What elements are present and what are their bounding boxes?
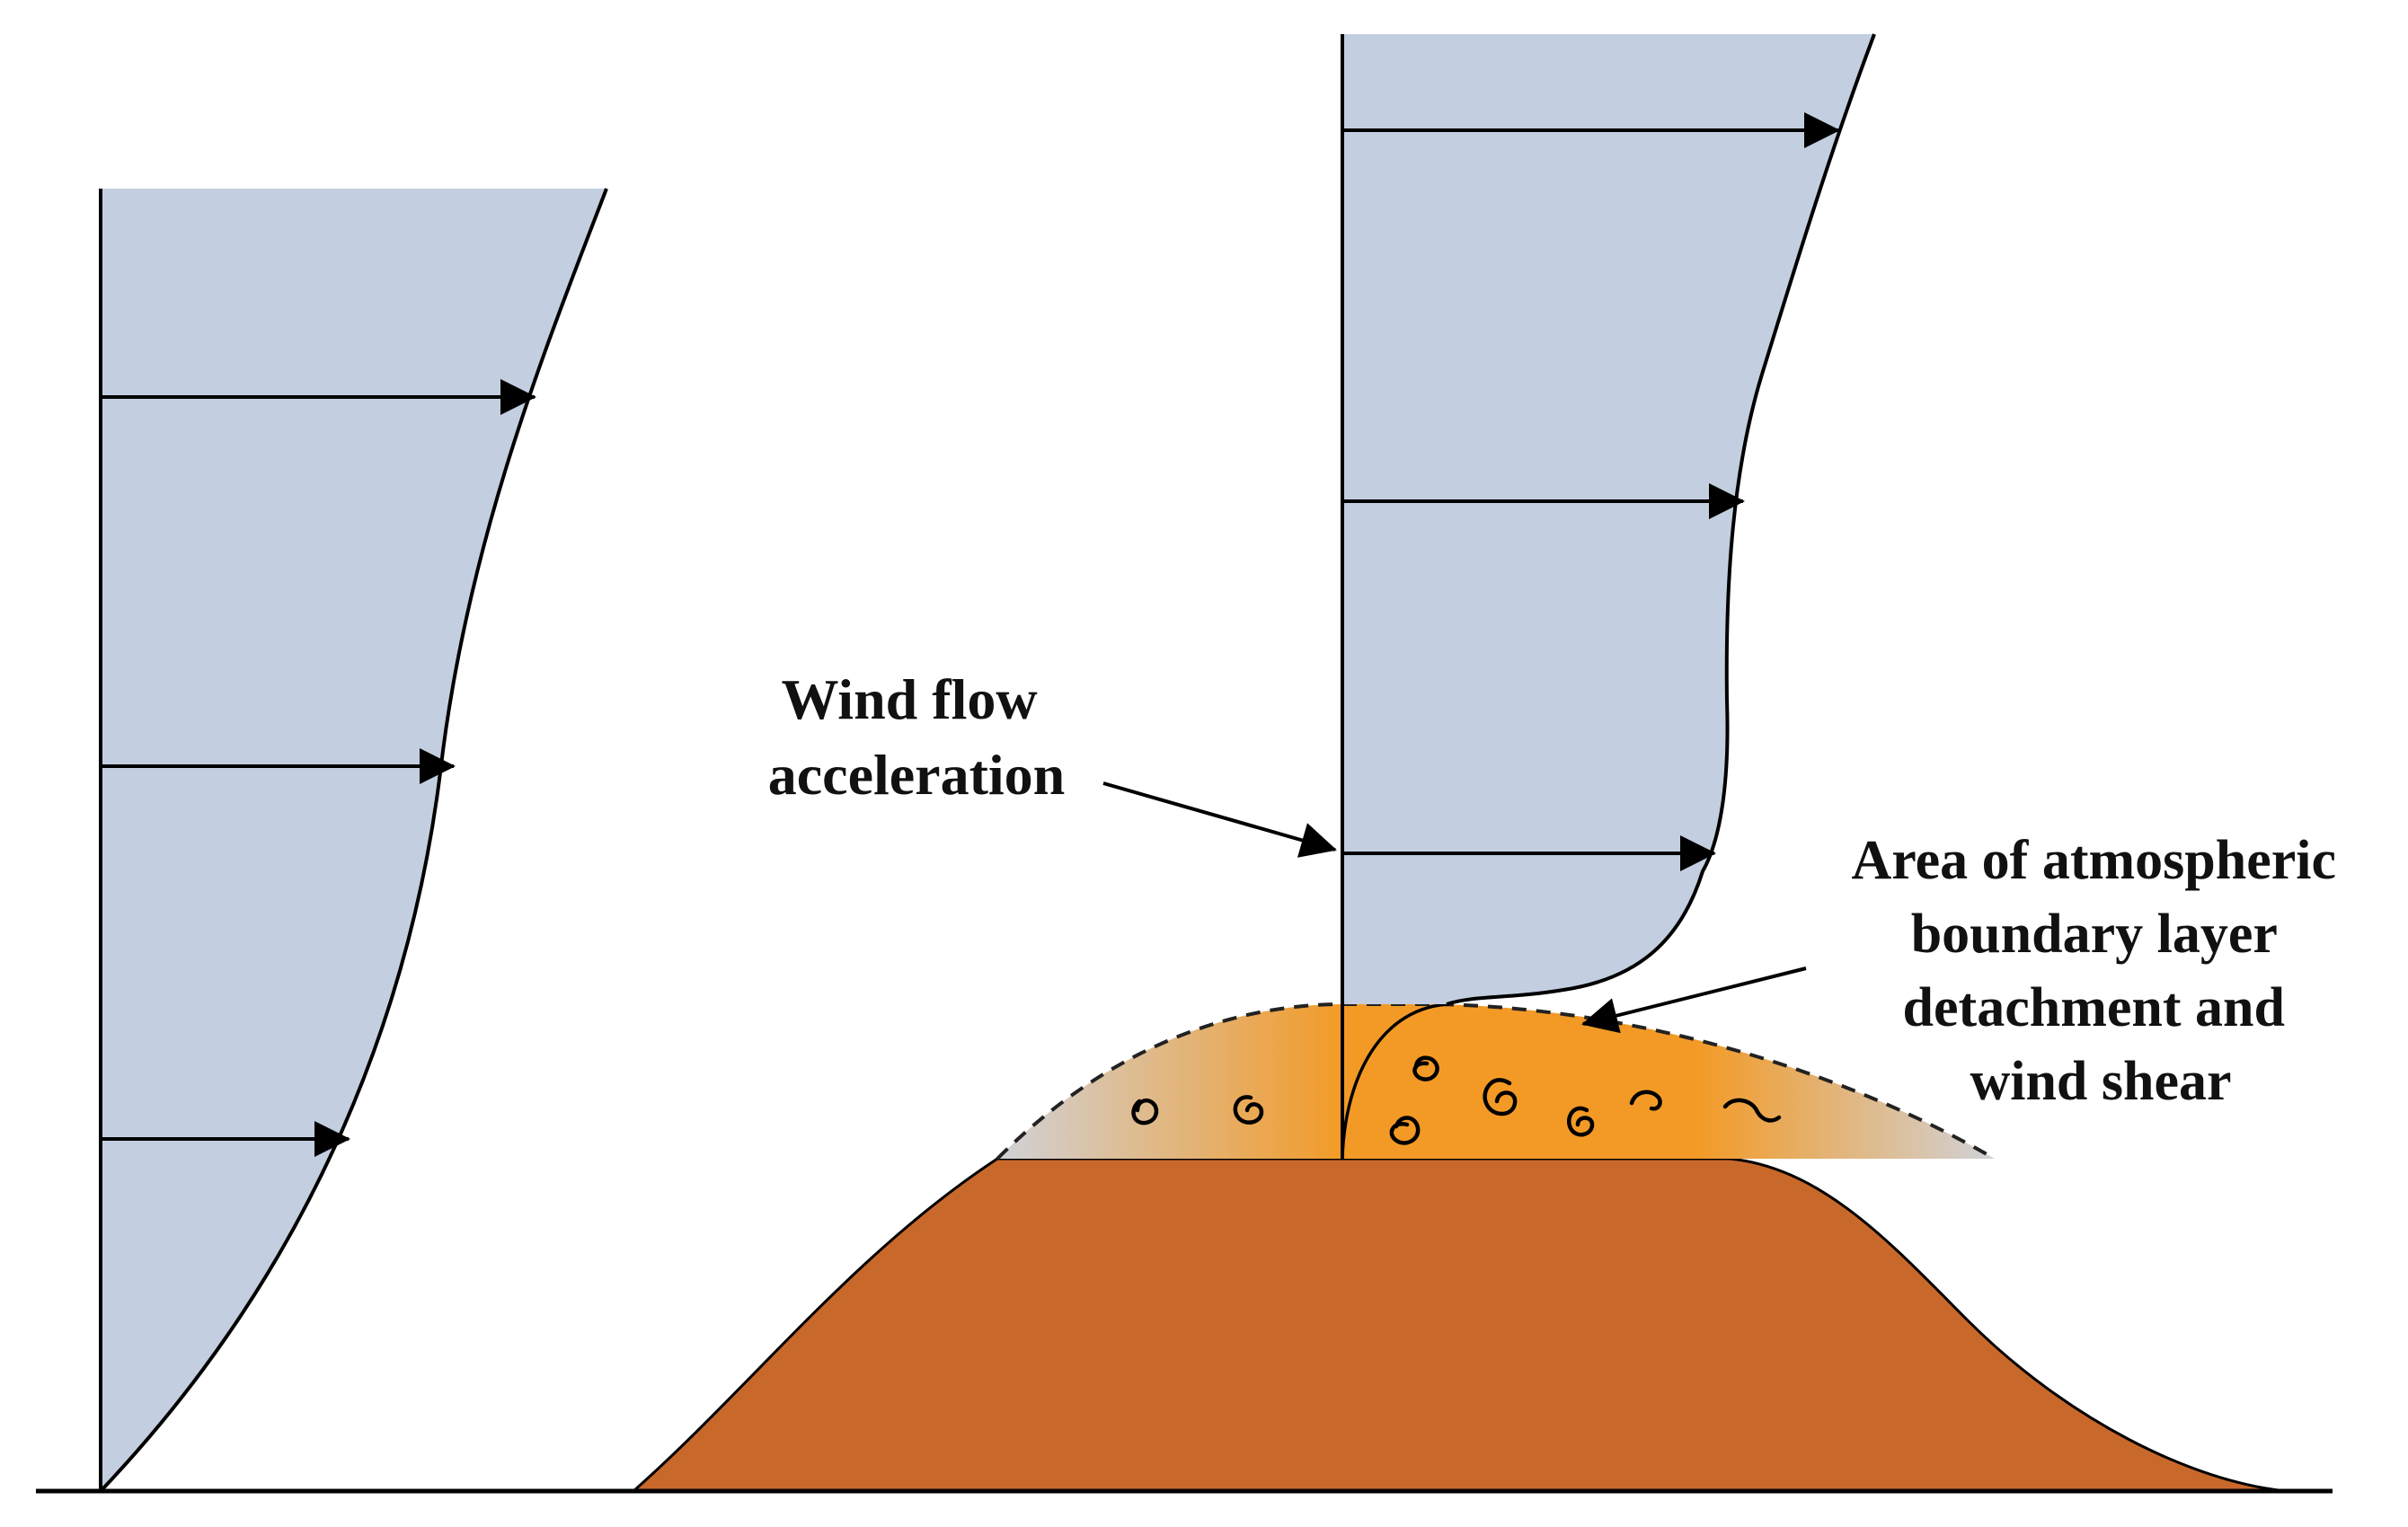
vortex-swirl-2: [1233, 1095, 1264, 1125]
hill: [630, 1157, 2288, 1493]
detachment-area-line-4: wind shear: [1970, 1051, 2231, 1112]
hilltop-profile-curve: [1446, 33, 1876, 1006]
vortex-swirls: [1131, 1055, 1782, 1145]
vortex-swirl-6: [1567, 1106, 1595, 1137]
vortex-swirl-5: [1389, 1116, 1421, 1145]
detachment-area-line-2: boundary layer: [1911, 904, 2278, 965]
hilltop-wind-profile: [1341, 33, 1876, 1159]
upstream-profile-fill: [101, 189, 606, 1491]
wind-flow-acceleration-line-2: acceleration: [768, 743, 1066, 807]
vortex-swirl-1: [1131, 1099, 1159, 1125]
wind-flow-acceleration-label: Wind flow acceleration: [768, 667, 1066, 807]
detachment-area-line-1: Area of atmospheric: [1851, 830, 2336, 891]
vortex-swirl-4: [1483, 1078, 1518, 1117]
upstream-wind-profile: [99, 188, 608, 1493]
vortex-swirl-8: [1722, 1098, 1782, 1123]
detachment-area-label: Area of atmospheric boundary layer detac…: [1851, 830, 2350, 1112]
vortex-swirl-3: [1412, 1055, 1439, 1081]
detachment-zone: [996, 1002, 1996, 1161]
wind-flow-acceleration-pointer: [1102, 781, 1337, 858]
hilltop-profile-fill: [1342, 34, 1874, 1004]
detachment-area-pointer: [1581, 967, 1807, 1034]
vortex-swirl-7: [1629, 1090, 1662, 1111]
detachment-curve: [1341, 1002, 1447, 1160]
detachment-area-line-3: detachment and: [1903, 977, 2285, 1038]
wind-flow-acceleration-line-1: Wind flow: [781, 667, 1037, 731]
upstream-profile-curve: [99, 188, 608, 1493]
